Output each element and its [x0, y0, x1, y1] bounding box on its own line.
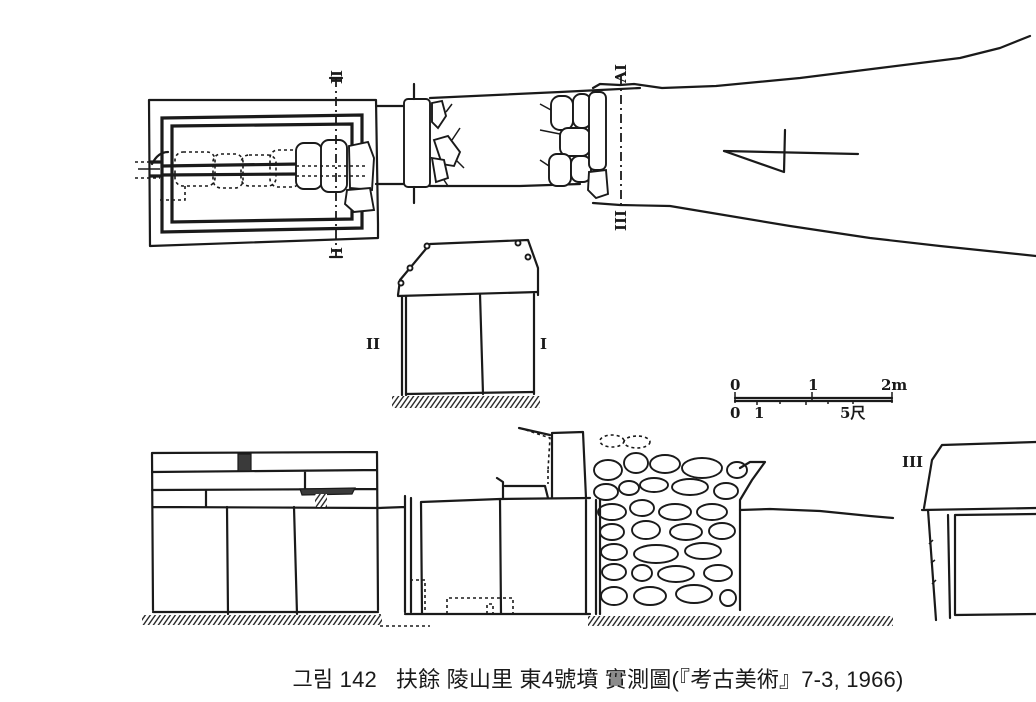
dark-roof-insert-2: [299, 487, 356, 496]
ground-hatch-right: [588, 616, 893, 626]
hatched-roof-prop: [315, 494, 327, 507]
passage-dashed-stones: [379, 579, 514, 627]
longitudinal-section-view: [142, 426, 895, 627]
scale-metric-1: 1: [808, 376, 818, 394]
approach-upper-edge: [591, 34, 1032, 90]
plan-axis-dotted: [135, 161, 160, 179]
passage-connector: [374, 104, 406, 186]
passage-door-slab: [403, 98, 431, 188]
ground-hatch: [392, 396, 540, 408]
approach-lower-edge: [591, 201, 1036, 258]
label-II-top: II: [327, 70, 345, 84]
figure-title: 扶餘 陵山里 東4號墳 實測圖(『考古美術』7-3, 1966): [395, 667, 904, 692]
label-IV-top: IV: [611, 64, 629, 83]
passage-walls: [428, 86, 642, 188]
ground-hatch-left: [142, 615, 382, 625]
scale-metric-0: 0: [730, 376, 740, 394]
chamber-center-line-bottom: [161, 172, 301, 177]
passage-section: [376, 494, 592, 616]
upper-block: [550, 430, 588, 500]
section-I-II-view: II I: [366, 238, 547, 408]
figure-label: 그림 142: [292, 667, 377, 692]
entrance-block-stones: [295, 139, 376, 213]
chamber-outer-outline: [147, 98, 380, 248]
passage-left-stones: [430, 99, 465, 187]
north-arrow-icon: [722, 128, 860, 174]
rubble-fill-stones: [593, 434, 767, 616]
scale-chi-1: 1: [754, 404, 764, 422]
plan-view: II I IV III: [135, 34, 1036, 259]
chamber-roof-slabs: [150, 450, 380, 612]
label-II-section: II: [366, 335, 380, 353]
chamber-wall-stones: [151, 505, 380, 616]
chamber-center-line-top: [161, 162, 301, 168]
passage-right-stones: [539, 91, 610, 200]
vault-ceiling: [396, 238, 540, 297]
ground-surface-line: [738, 507, 895, 520]
figure-caption: 그림 142 扶餘 陵山里 東4號墳 實測圖(『考古美術』7-3, 1966): [0, 662, 1036, 694]
label-III-bottom: III: [611, 210, 629, 231]
label-I-section: I: [540, 335, 547, 353]
scale-chi-5: 5尺: [840, 404, 865, 422]
section-III-view: III: [902, 440, 1036, 622]
label-III-section: III: [902, 453, 923, 471]
scale-chi-0: 0: [730, 404, 740, 422]
scale-metric-2m: 2m: [881, 376, 907, 394]
chamber-wall-inner: [170, 122, 354, 224]
dark-roof-insert: [237, 453, 252, 472]
label-I-bottom: I: [327, 247, 345, 254]
scale-bar: 0 1 2m 0 1 5尺: [730, 376, 907, 422]
